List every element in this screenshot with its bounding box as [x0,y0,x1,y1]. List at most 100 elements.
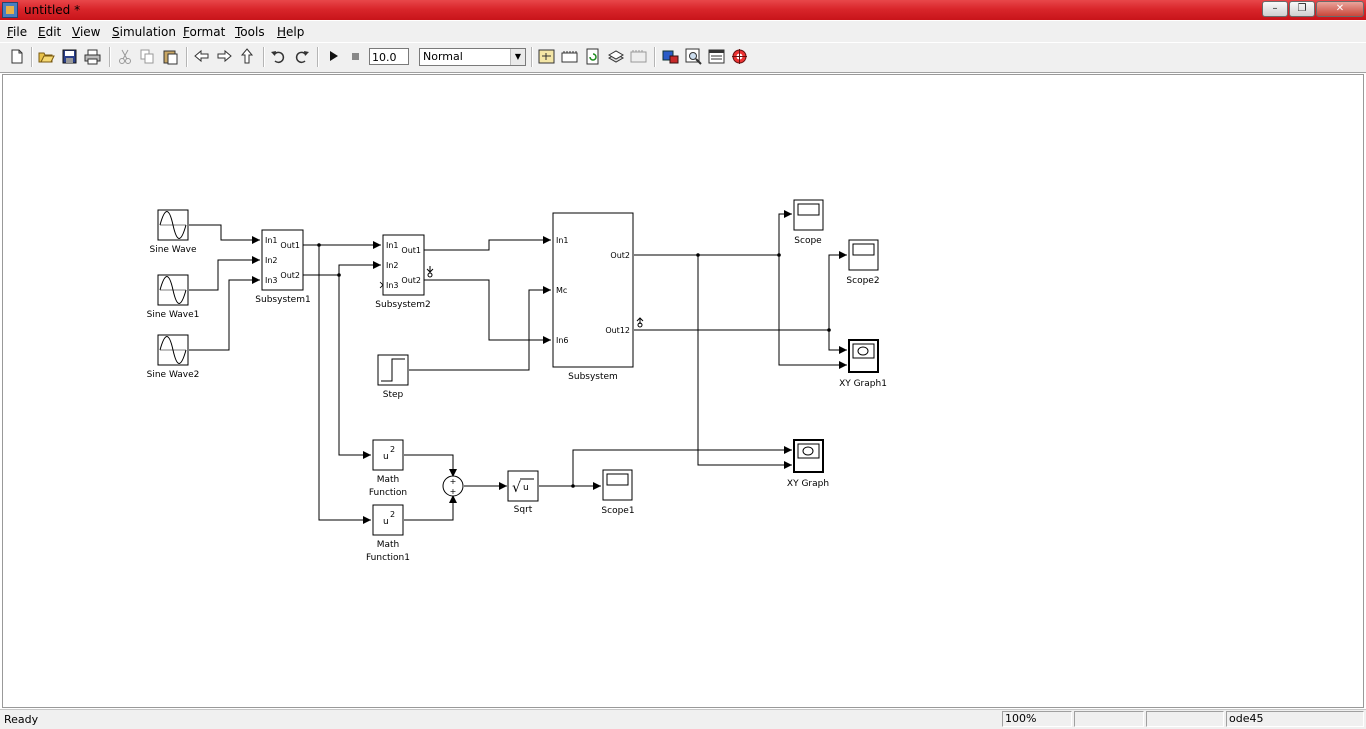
subsystem2-block[interactable]: In1 In2 In3 Out1 Out2 Subsystem2 [375,234,431,310]
signal-line[interactable] [572,446,792,486]
up-icon[interactable] [239,48,256,65]
math-function1-expr-exp: 2 [390,510,395,519]
signal-line[interactable] [828,330,847,354]
find-icon[interactable] [685,48,702,65]
signal-line[interactable] [189,276,260,351]
undo-icon[interactable] [270,48,287,65]
block-diagram: Sine Wave Sine Wave1 Sine Wave2 In1 In2 … [147,199,887,563]
sum-block[interactable]: + + [442,475,464,497]
branch-point [777,253,781,257]
port-label: In2 [265,256,278,265]
sqrt-glyph: √ [512,480,521,496]
refresh-icon[interactable] [584,48,601,65]
signal-line[interactable] [404,495,457,521]
port-label: Out2 [280,271,300,280]
math-function-label-line2: Function [369,488,407,498]
model-explorer-list-icon[interactable] [708,48,725,65]
math-function-expr-exp: 2 [390,445,395,454]
branch-point [696,253,700,257]
sine-wave1-block[interactable]: Sine Wave1 [147,274,200,320]
math-function-expr-base: u [383,452,389,462]
simulink-app-icon[interactable] [2,2,18,18]
print-icon[interactable] [84,48,101,65]
open-icon[interactable] [38,48,55,65]
maximize-button[interactable]: ❐ [1289,1,1315,17]
status-cell-empty [1146,711,1224,727]
signal-line[interactable] [189,256,260,291]
signal-line[interactable] [409,286,551,371]
sqrt-block[interactable]: √ u Sqrt [507,470,539,515]
signal-line[interactable] [303,261,381,276]
scope1-label: Scope1 [601,506,634,516]
scope-block[interactable]: Scope [793,199,824,246]
signal-line[interactable] [634,251,847,331]
copy-icon[interactable] [139,48,156,65]
save-icon[interactable] [61,48,78,65]
minimize-button[interactable]: – [1262,1,1288,17]
title-bar: untitled * – ❐ ✕ [0,0,1366,20]
signal-line[interactable] [338,275,371,459]
signal-line[interactable] [424,279,551,344]
math-function-block[interactable]: u 2 Math Function [369,439,407,498]
cut-icon[interactable] [117,48,134,65]
toolbar-separator [317,47,319,67]
math-function1-expr-base: u [383,517,389,527]
back-icon[interactable] [193,48,210,65]
signal-line[interactable] [404,454,457,477]
update-diagram-icon[interactable] [561,48,578,65]
port-label: In3 [386,281,399,290]
status-cell-empty [1074,711,1144,727]
menu-format[interactable]: Format [183,25,226,39]
chevron-down-icon[interactable]: ▼ [510,49,525,65]
new-model-icon[interactable] [8,48,25,65]
math-function1-block[interactable]: u 2 Math Function1 [366,504,410,563]
unconnected-port-marker [637,322,643,328]
unconnected-port-markers [426,266,644,328]
menu-edit[interactable]: Edit [38,25,62,39]
menu-simulation[interactable]: Simulation [112,25,176,39]
menu-help[interactable]: Help [277,25,305,39]
signal-line[interactable] [697,255,792,469]
model-canvas[interactable]: Sine Wave Sine Wave1 Sine Wave2 In1 In2 … [2,74,1364,708]
signal-line[interactable] [634,210,792,256]
stop-simulation-icon[interactable] [347,48,364,65]
redo-icon[interactable] [293,48,310,65]
port-label: In2 [386,261,399,270]
subsystem1-block[interactable]: In1 In2 In3 Out1 Out2 Subsystem1 [255,229,311,305]
start-simulation-icon[interactable] [325,48,342,65]
paste-icon[interactable] [162,48,179,65]
menu-view[interactable]: View [72,25,101,39]
step-block[interactable]: Step [377,354,409,400]
subsystem2-label: Subsystem2 [375,300,430,310]
scope2-block[interactable]: Scope2 [846,239,880,286]
port-label: Out1 [401,246,421,255]
scope2-label: Scope2 [846,276,879,286]
port-label: In1 [265,236,278,245]
signal-line[interactable] [189,224,260,244]
signal-line[interactable] [318,245,371,524]
stop-time-input[interactable]: 10.0 [369,48,409,65]
xy-graph-block[interactable]: XY Graph [787,439,829,489]
menu-file[interactable]: File [7,25,28,39]
subsystem-block[interactable]: In1 Mc In6 Out2 Out12 Subsystem [552,212,634,382]
port-label: In6 [556,336,569,345]
sum-sign-bottom: + [450,487,457,496]
simulation-mode-select[interactable]: Normal ▼ [419,48,526,66]
debug-icon[interactable] [731,48,748,65]
library-browser-icon[interactable] [607,48,624,65]
scope1-block[interactable]: Scope1 [601,469,635,516]
model-explorer-icon[interactable] [630,48,647,65]
forward-icon[interactable] [216,48,233,65]
sine-wave-block[interactable]: Sine Wave [149,209,197,255]
menu-tools[interactable]: Tools [235,25,265,39]
close-button[interactable]: ✕ [1316,1,1364,17]
branch-point [827,328,831,332]
model-browser-icon[interactable] [662,48,679,65]
toolbar-separator [531,47,533,67]
signal-line[interactable] [424,236,551,251]
xy-graph1-block[interactable]: XY Graph1 [839,339,887,389]
build-icon[interactable] [538,48,555,65]
signal-line[interactable] [778,255,847,369]
sine-wave2-block[interactable]: Sine Wave2 [147,334,200,380]
signal-lines [189,210,847,524]
